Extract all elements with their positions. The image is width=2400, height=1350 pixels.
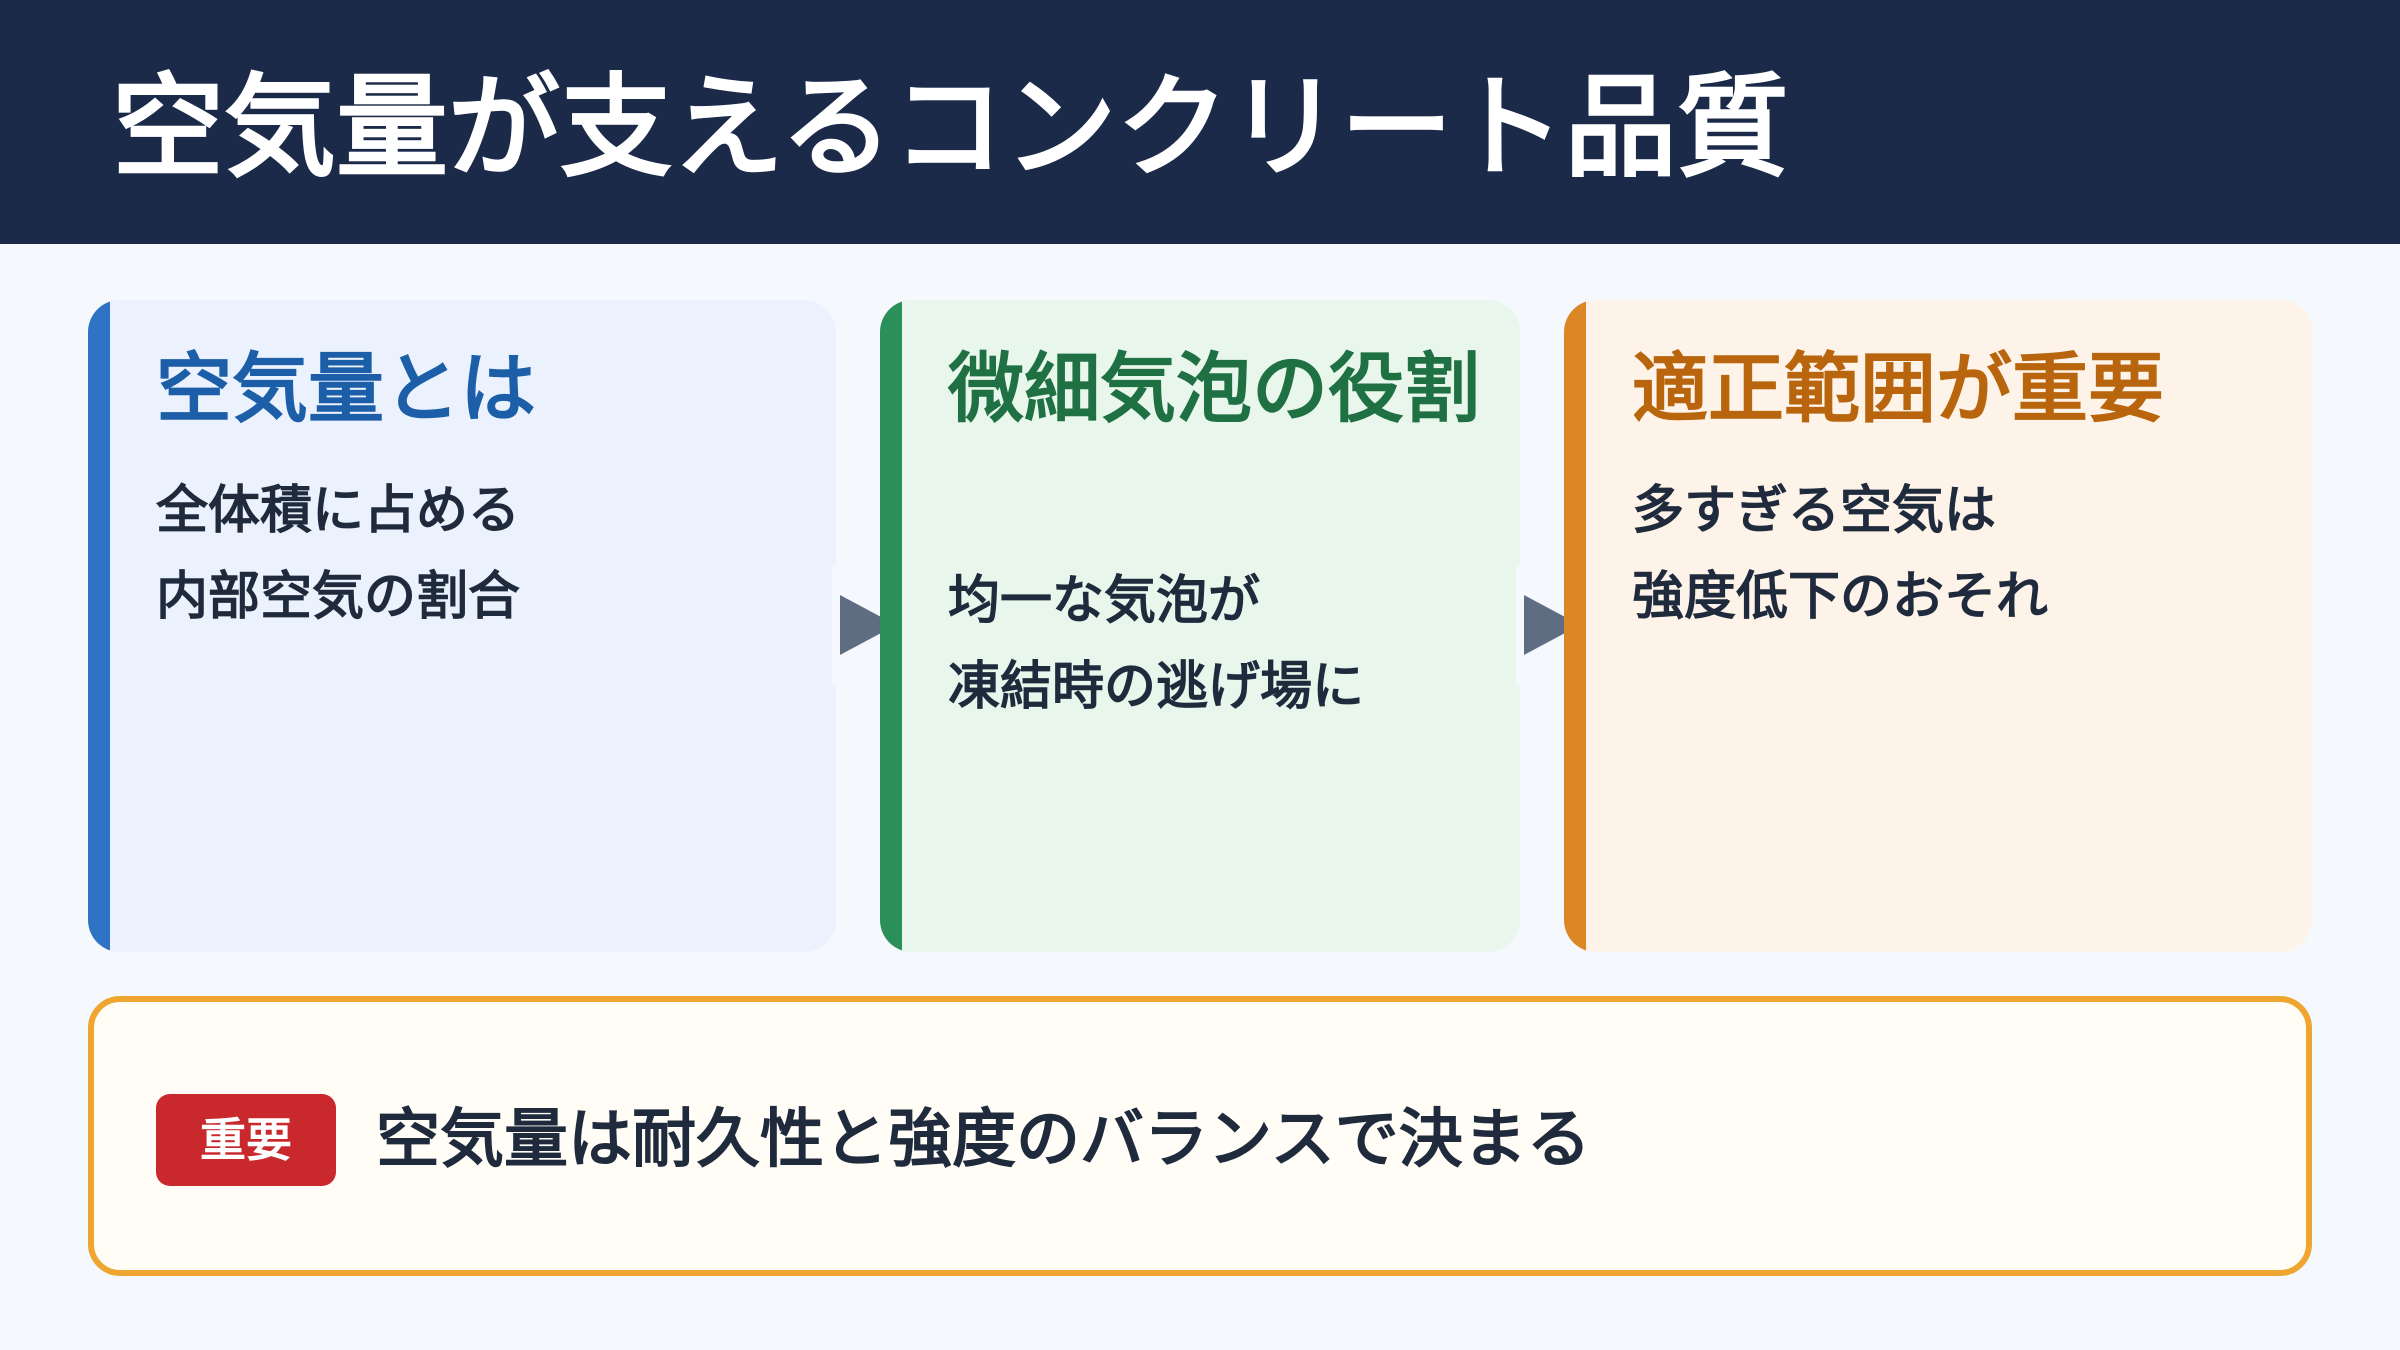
card-air-content: 空気量とは 全体積に占める 内部空気の割合 xyxy=(88,300,836,952)
key-point-text: 空気量は耐久性と強度のバランスで決まる xyxy=(376,1103,1591,1177)
card-line: 均一な気泡が xyxy=(948,571,1261,631)
card-title: 適正範囲が重要 xyxy=(1632,344,2164,433)
card-title: 微細気泡の役割 xyxy=(948,344,1480,433)
card-line: 全体積に占める xyxy=(156,481,521,541)
card-accent-bar xyxy=(880,300,902,952)
page-title: 空気量が支えるコンクリート品質 xyxy=(112,63,1789,193)
card-line: 多すぎる空気は xyxy=(1632,481,1997,541)
card-accent-bar xyxy=(1564,300,1586,952)
card-micro-bubbles: 微細気泡の役割 均一な気泡が 凍結時の逃げ場に xyxy=(880,300,1520,952)
card-proper-range: 適正範囲が重要 多すぎる空気は 強度低下のおそれ xyxy=(1564,300,2312,952)
card-line: 強度低下のおそれ xyxy=(1632,567,2049,627)
card-body: 全体積に占める 内部空気の割合 xyxy=(156,468,520,640)
card-body: 多すぎる空気は 強度低下のおそれ xyxy=(1632,468,2048,640)
key-point-box: 重要 空気量は耐久性と強度のバランスで決まる xyxy=(88,996,2312,1276)
card-accent-bar xyxy=(88,300,110,952)
title-bar: 空気量が支えるコンクリート品質 xyxy=(0,0,2400,244)
card-body: 均一な気泡が 凍結時の逃げ場に xyxy=(948,558,1364,730)
card-line: 凍結時の逃げ場に xyxy=(948,657,1365,717)
important-badge: 重要 xyxy=(156,1094,336,1186)
card-title: 空気量とは xyxy=(156,344,536,433)
card-line: 内部空気の割合 xyxy=(156,567,521,627)
